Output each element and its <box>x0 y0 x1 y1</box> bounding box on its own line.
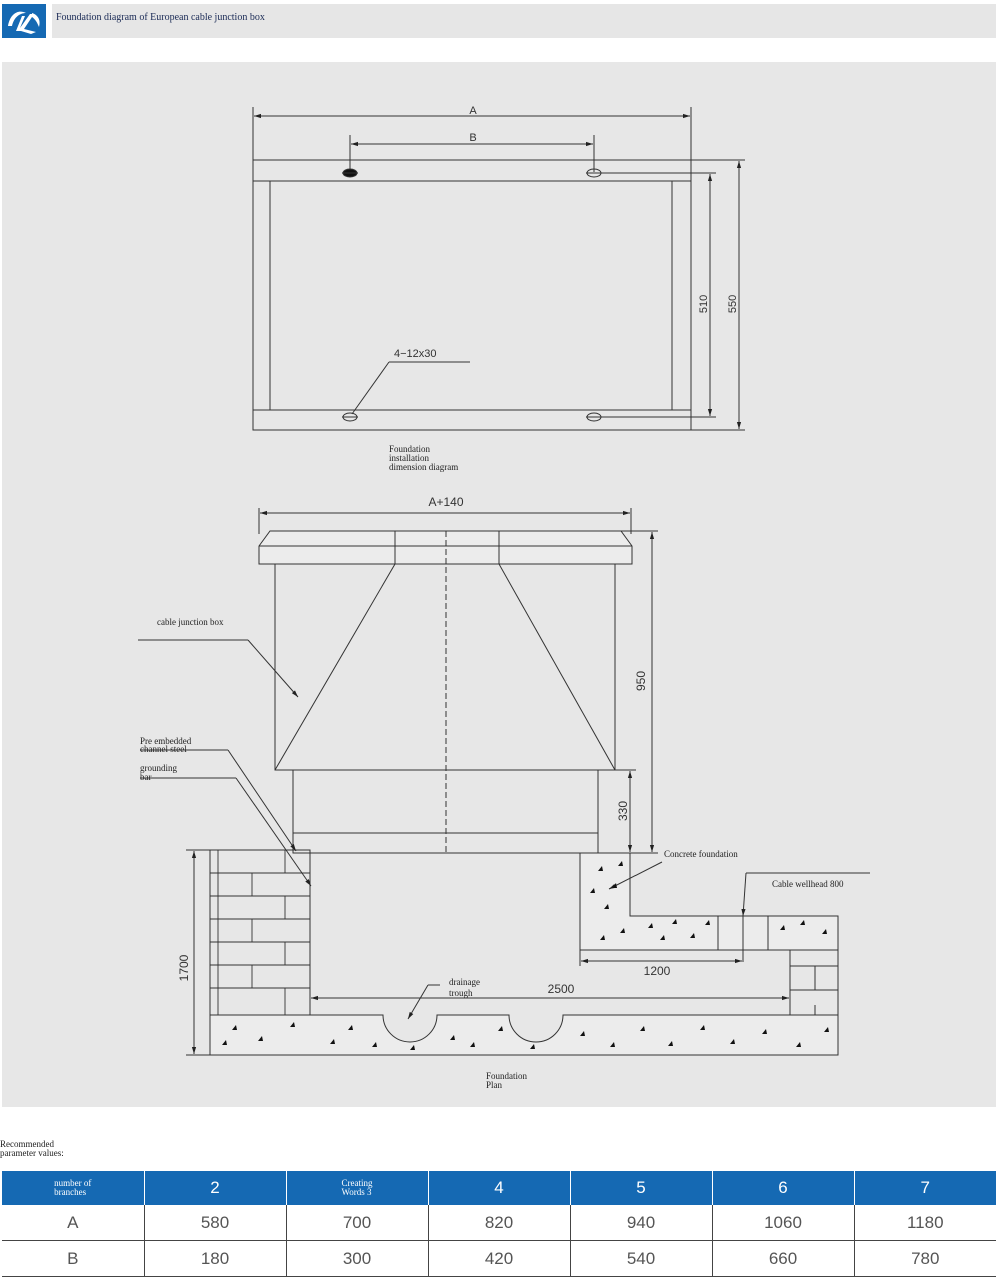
table-cell: 940 <box>570 1205 713 1241</box>
table-cell: 820 <box>428 1205 571 1241</box>
table-cell: 780 <box>854 1240 996 1277</box>
table-cell: 1060 <box>712 1205 855 1241</box>
foundation-plan-caption-line2: Plan <box>486 1080 503 1090</box>
table-row: A 580 700 820 940 1060 1180 <box>2 1205 996 1241</box>
label-drainage-line2: trough <box>449 988 473 998</box>
brand-logo <box>2 4 46 38</box>
table-cell: 580 <box>144 1205 287 1241</box>
header-line: Words 3 <box>341 1187 372 1197</box>
dim-550-label: 550 <box>727 295 739 313</box>
junction-box-body <box>274 563 616 771</box>
caption-line: installation <box>389 453 429 463</box>
row-label: B <box>2 1240 145 1277</box>
recommended-label-line: Recommended <box>0 1139 54 1149</box>
header-cell: 5 <box>570 1171 713 1205</box>
header-cell: 4 <box>428 1171 571 1205</box>
hole-spec-label: 4−12x30 <box>394 348 437 360</box>
table-cell: 180 <box>144 1240 287 1277</box>
table-cell: 540 <box>570 1240 713 1277</box>
label-channel-steel-line2: channel steel <box>140 744 187 754</box>
foundation-diagram: A B 510 550 4−12x30 Foundation installat… <box>138 105 870 1090</box>
dim-330-label: 330 <box>616 801 630 821</box>
logo-mark-icon <box>8 11 40 34</box>
dim-950-label: 950 <box>634 671 648 691</box>
table-cell: 420 <box>428 1240 571 1277</box>
foundation-plan-caption-line1: Foundation <box>486 1071 528 1081</box>
dim-2500-label: 2500 <box>548 982 575 996</box>
label-channel-steel-line1: Pre embedded <box>140 736 192 746</box>
label-cable-junction-box: cable junction box <box>157 617 224 627</box>
page-title: Foundation diagram of European cable jun… <box>56 12 265 23</box>
title-bar: Foundation diagram of European cable jun… <box>52 4 996 38</box>
label-cable-wellhead: Cable wellhead 800 <box>772 879 844 889</box>
caption-line: Foundation <box>389 444 431 454</box>
dim-a-label: A <box>469 105 477 117</box>
label-concrete-foundation: Concrete foundation <box>664 849 738 859</box>
caption-line: dimension diagram <box>389 462 458 472</box>
label-grounding-bar-line2: bar <box>140 772 152 782</box>
brick-wall-right <box>789 949 839 1016</box>
table-cell: 1180 <box>854 1205 996 1241</box>
side-view <box>138 508 870 1056</box>
recommended-label: Recommended parameter values: <box>0 1140 90 1158</box>
brick-wall-left <box>209 849 311 1016</box>
table-row: B 180 300 420 540 660 780 <box>2 1240 996 1277</box>
dim-510-label: 510 <box>698 295 710 313</box>
dim-1700-label: 1700 <box>177 954 191 981</box>
dim-b-label: B <box>469 132 476 144</box>
top-view <box>252 107 745 431</box>
header-line: branches <box>54 1187 87 1197</box>
header-line: Creating <box>341 1178 373 1188</box>
concrete-aggregate <box>222 861 829 1050</box>
label-grounding-bar-line1: grounding <box>140 763 177 773</box>
table-cell: 660 <box>712 1240 855 1277</box>
table-cell: 700 <box>286 1205 429 1241</box>
top-view-caption: Foundation installation dimension diagra… <box>389 444 458 472</box>
recommended-label-line: parameter values: <box>0 1148 64 1158</box>
page-header: Foundation diagram of European cable jun… <box>0 0 1000 40</box>
concrete-foundation <box>579 852 839 951</box>
label-drainage-line1: drainage <box>449 977 480 987</box>
row-label: A <box>2 1205 145 1241</box>
table-cell: 300 <box>286 1240 429 1277</box>
header-cell: 6 <box>712 1171 855 1205</box>
dim-top-width-label: A+140 <box>428 495 463 509</box>
floor-slab <box>209 1014 839 1056</box>
header-line: number of <box>54 1178 92 1188</box>
top-view-outer-frame <box>252 159 692 431</box>
brick-courses <box>210 850 310 1015</box>
header-cell: 7 <box>854 1171 996 1205</box>
header-cell: 2 <box>144 1171 287 1205</box>
dim-1200-label: 1200 <box>644 964 671 978</box>
top-view-inner-frame <box>269 180 673 411</box>
